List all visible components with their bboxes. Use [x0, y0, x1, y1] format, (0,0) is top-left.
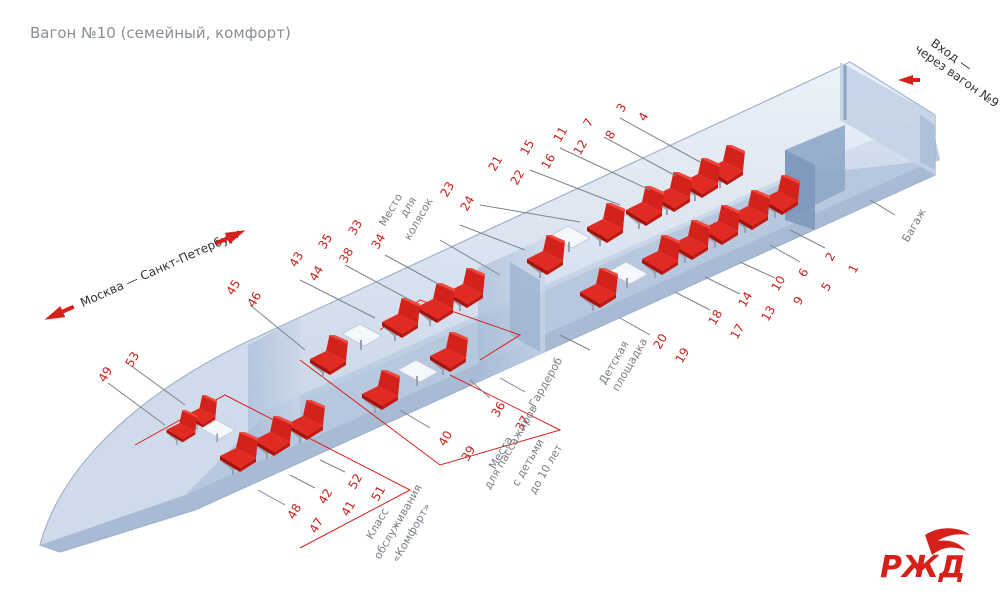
seat-number: 47	[306, 515, 326, 535]
rzd-logo: РЖД	[880, 528, 970, 585]
seat-number: 34	[368, 231, 388, 251]
arrow-right-icon	[215, 230, 246, 246]
seat-number: 19	[672, 345, 692, 365]
wardrobe-label: Гардероб	[526, 355, 565, 410]
seat-number: 46	[244, 289, 264, 309]
seat-number: 44	[306, 263, 326, 283]
seat-number: 8	[602, 128, 618, 142]
page-title: Вагон №10 (семейный, комфорт)	[30, 24, 291, 42]
seat-number: 41	[338, 498, 358, 518]
seat-number: 14	[735, 289, 755, 309]
seat-number: 16	[538, 151, 558, 171]
seat-number: 5	[818, 280, 834, 294]
seat-number: 9	[790, 294, 806, 308]
seat-number: 18	[705, 307, 725, 327]
partitions	[248, 115, 935, 460]
seat-number: 51	[368, 483, 388, 503]
seat-number: 33	[345, 217, 365, 237]
logo-text: РЖД	[880, 550, 965, 585]
seat-number: 24	[457, 193, 477, 213]
seat-number: 12	[570, 137, 590, 157]
seat-number: 45	[223, 277, 243, 297]
seat-number: 48	[284, 501, 304, 521]
seat-number: 3	[613, 101, 629, 115]
logo-wing-icon	[925, 528, 970, 555]
seat-number: 21	[485, 153, 505, 173]
seat-number: 22	[507, 167, 527, 187]
seat-number: 10	[768, 273, 788, 293]
seat-number: 53	[122, 349, 142, 369]
seat-number: 39	[458, 443, 478, 463]
seat-number: 23	[437, 179, 457, 199]
seat-number: 49	[95, 364, 115, 384]
seat-number: 6	[795, 266, 811, 280]
entrance-arrow-icon	[898, 75, 920, 85]
seat-number: 2	[822, 250, 838, 264]
seat-number: 7	[580, 116, 596, 130]
seat-number: 13	[758, 303, 778, 323]
route-label: Москва — Санкт-Петербург	[78, 226, 243, 310]
seat-number: 52	[345, 471, 365, 491]
seat-number: 15	[517, 137, 537, 157]
arrow-left-icon	[44, 304, 75, 320]
seat-number: 4	[635, 110, 651, 124]
seat-number: 20	[650, 331, 670, 351]
seat-number: 36	[488, 399, 508, 419]
seat-number: 38	[336, 245, 356, 265]
leader-lines	[107, 117, 896, 506]
seat-number: 42	[315, 486, 335, 506]
seat-number: 40	[435, 428, 455, 448]
seat-number: 43	[286, 249, 306, 269]
seat-number: 11	[550, 124, 570, 144]
seat-number: 37	[512, 413, 532, 433]
seat-number: 17	[727, 321, 747, 341]
seat-number: 35	[315, 231, 335, 251]
baggage-label: Багаж	[899, 206, 929, 244]
seat-number: 1	[845, 262, 861, 276]
